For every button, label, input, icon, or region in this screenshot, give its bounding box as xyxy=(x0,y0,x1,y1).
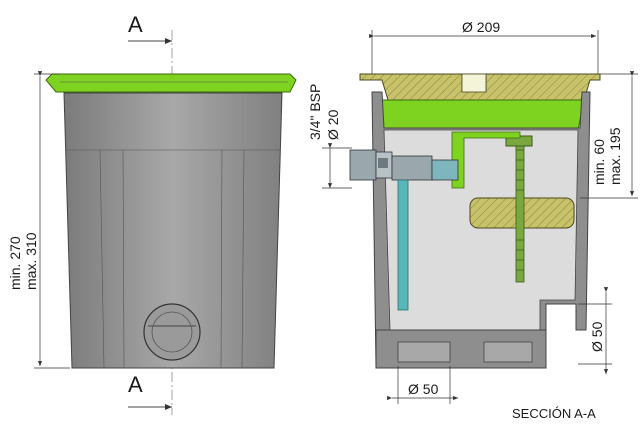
section-marker-bottom: A xyxy=(128,372,143,397)
lever-arm xyxy=(451,131,521,189)
section-lid-green xyxy=(377,99,585,131)
inlet-diameter-label: Ø 20 xyxy=(325,109,341,140)
section-title: SECCIÓN A-A xyxy=(512,406,596,421)
front-body xyxy=(63,92,283,369)
valve-assembly xyxy=(349,149,459,311)
front-lid xyxy=(45,73,297,93)
overall-height-max: max. 310 xyxy=(23,232,39,290)
lid-diameter-label: Ø 209 xyxy=(462,19,500,35)
thread-label: 3/4" BSP xyxy=(307,84,323,140)
side-outlet-label: Ø 50 xyxy=(589,321,605,352)
lid-height-min: min. 60 xyxy=(591,139,607,185)
overall-height-min: min. 270 xyxy=(7,236,23,290)
section-marker-top: A xyxy=(128,12,143,37)
float-rod xyxy=(515,141,525,283)
lid-height-max: max. 195 xyxy=(607,127,623,185)
section-view: Ø 209 xyxy=(307,19,638,421)
valve-tube xyxy=(397,179,409,311)
front-view: A A min. 270 max. 310 xyxy=(7,12,297,415)
bottom-outlet-label: Ø 50 xyxy=(408,381,439,397)
